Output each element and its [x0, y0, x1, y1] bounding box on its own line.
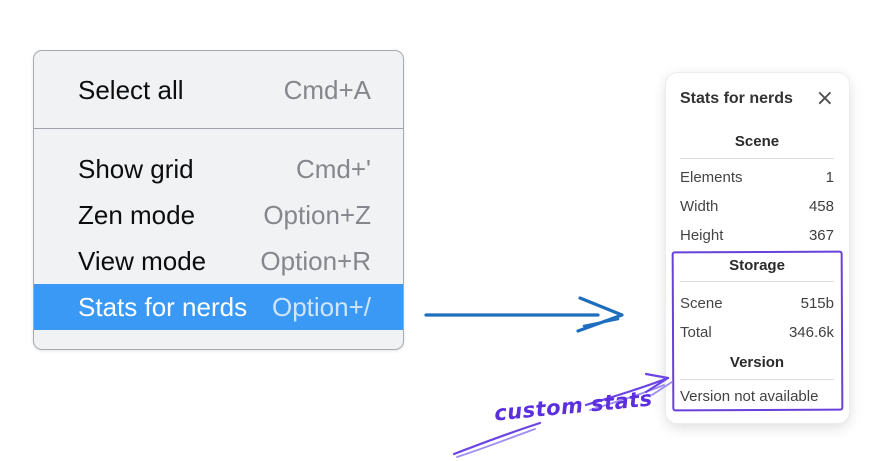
menu-item-label: Zen mode	[78, 200, 196, 230]
menu-item-shortcut: Cmd+'	[295, 154, 371, 184]
stat-value: 346.6k	[788, 324, 834, 341]
stat-value: 458	[808, 198, 834, 215]
section-header-storage: Storage	[729, 257, 785, 274]
section-header-scene: Scene	[734, 133, 780, 150]
stat-label: Total	[680, 324, 712, 341]
menu-group: Show grid Cmd+' Zen mode Option+Z View m…	[34, 129, 403, 330]
stat-label: Height	[680, 227, 724, 244]
stats-panel: Stats for nerds × Scene Elements 1 Width…	[666, 73, 849, 423]
stats-panel-header: Stats for nerds ×	[680, 86, 834, 111]
menu-item-stats-for-nerds[interactable]: Stats for nerds Option+/	[34, 284, 403, 330]
stat-row-height: Height 367	[680, 221, 834, 250]
stat-row-total-storage: Total 346.6k	[680, 318, 834, 347]
menu-item-shortcut: Option+Z	[263, 200, 371, 230]
section-header-version: Version	[729, 354, 785, 371]
stat-label: Width	[680, 198, 719, 215]
menu-divider	[34, 128, 403, 129]
menu-item-label: View mode	[78, 246, 207, 276]
menu-item-show-grid[interactable]: Show grid Cmd+'	[34, 146, 403, 192]
stat-row-scene-storage: Scene 515b	[680, 289, 834, 318]
close-icon[interactable]: ×	[815, 86, 834, 111]
stat-value: 367	[808, 227, 834, 244]
menu-item-select-all[interactable]: Select all Cmd+A	[34, 51, 403, 128]
annotation-arrow-icon	[452, 372, 673, 458]
menu-item-label: Show grid	[78, 154, 194, 184]
stat-value: 1	[825, 169, 834, 186]
flow-arrow-icon	[424, 296, 624, 333]
stat-value: 515b	[800, 295, 834, 312]
section-divider	[680, 281, 834, 282]
menu-item-zen-mode[interactable]: Zen mode Option+Z	[34, 192, 403, 238]
menu-item-shortcut: Option+/	[271, 292, 371, 322]
menu-item-shortcut: Option+R	[260, 246, 371, 276]
menu-item-label: Stats for nerds	[78, 292, 248, 322]
section-divider	[680, 158, 834, 159]
panel-title: Stats for nerds	[680, 90, 793, 107]
stat-label: Scene	[680, 295, 723, 312]
menu-item-shortcut: Cmd+A	[283, 74, 371, 105]
menu-item-view-mode[interactable]: View mode Option+R	[34, 238, 403, 284]
stat-row-width: Width 458	[680, 192, 834, 221]
stat-row-elements: Elements 1	[680, 163, 834, 192]
menu-item-label: Select all	[78, 74, 184, 105]
stat-label: Elements	[680, 169, 743, 186]
section-divider	[680, 379, 834, 380]
context-menu: Select all Cmd+A Show grid Cmd+' Zen mod…	[33, 50, 404, 350]
version-note: Version not available	[680, 388, 819, 405]
